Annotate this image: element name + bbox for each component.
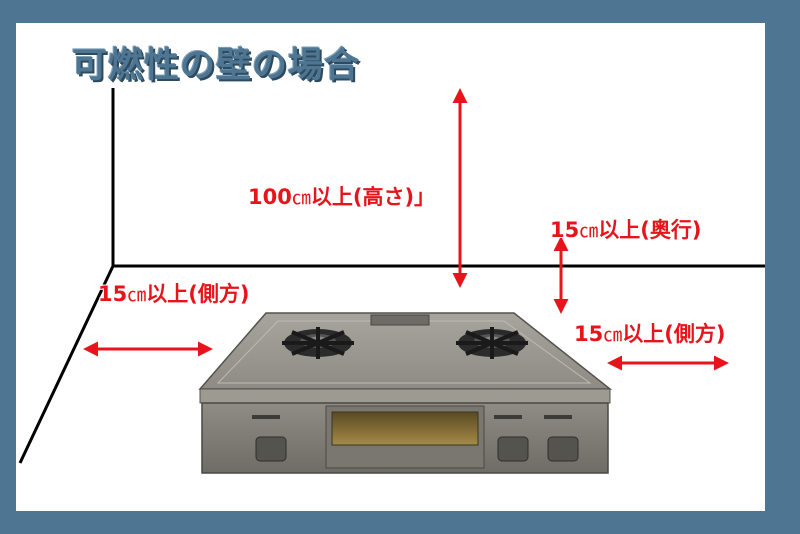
side-right-value: 15 bbox=[574, 322, 604, 346]
clearance-arrows bbox=[83, 88, 729, 371]
side-right-text: 以上(側方) bbox=[622, 322, 726, 346]
side-right-unit: ㎝ bbox=[603, 324, 623, 346]
burner-right bbox=[456, 327, 528, 359]
page-title: 可燃性の壁の場合 bbox=[72, 46, 361, 86]
depth-value: 15 bbox=[550, 218, 580, 242]
side-left-value: 15 bbox=[98, 282, 128, 306]
height-unit: ㎝ bbox=[291, 187, 311, 209]
gas-stove-icon bbox=[198, 312, 613, 474]
depth-clearance-label: 15㎝以上(奥行) bbox=[550, 220, 701, 241]
height-text: 以上(高さ)」 bbox=[310, 185, 436, 209]
height-clearance-label: 100㎝以上(高さ)」 bbox=[248, 187, 435, 208]
clearance-diagram bbox=[18, 88, 765, 474]
depth-unit: ㎝ bbox=[579, 220, 599, 242]
side-left-unit: ㎝ bbox=[127, 284, 147, 306]
burner-left bbox=[282, 327, 354, 359]
wall-lines bbox=[18, 88, 765, 464]
height-value: 100 bbox=[248, 185, 292, 209]
side-left-clearance-label: 15㎝以上(側方) bbox=[98, 284, 249, 305]
side-left-text: 以上(側方) bbox=[146, 282, 250, 306]
depth-text: 以上(奥行) bbox=[598, 218, 702, 242]
control-knobs bbox=[252, 415, 579, 462]
side-right-clearance-label: 15㎝以上(側方) bbox=[574, 324, 725, 345]
grill-window bbox=[331, 411, 479, 446]
side-floor-line bbox=[18, 265, 115, 464]
diagram-frame: 可燃性の壁の場合 bbox=[16, 23, 765, 511]
stove-vent bbox=[370, 314, 430, 326]
